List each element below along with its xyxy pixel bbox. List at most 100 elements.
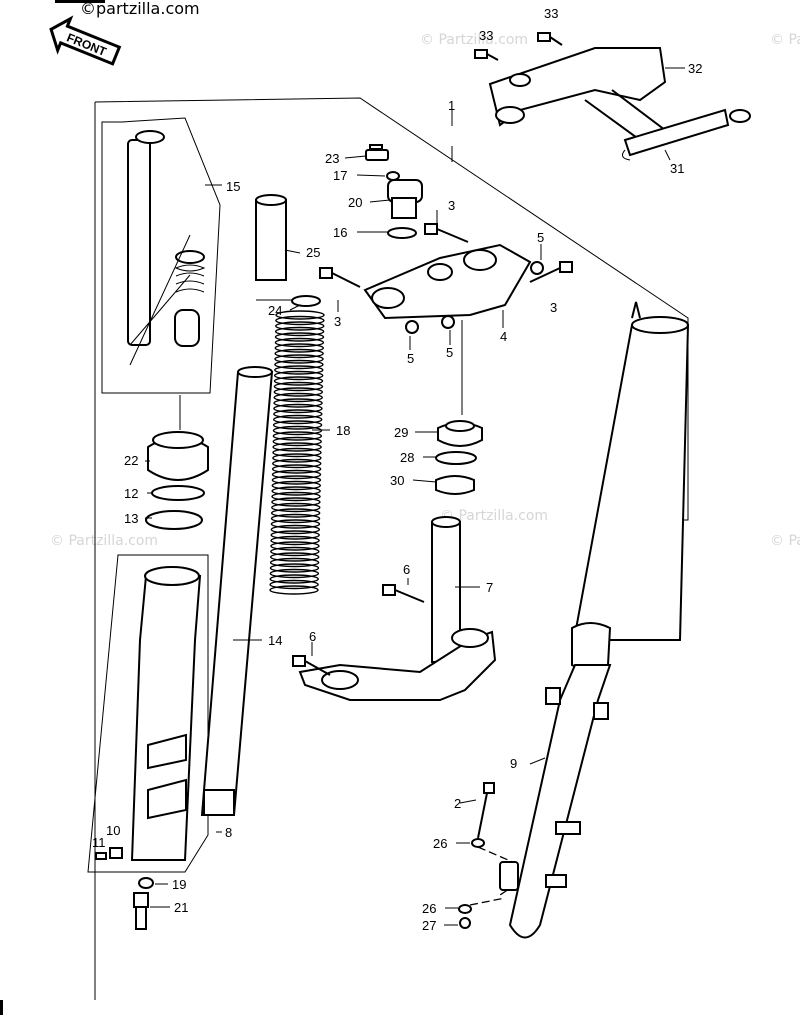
oil-seal bbox=[145, 510, 203, 530]
air-valve bbox=[365, 144, 389, 161]
spring-seat bbox=[291, 295, 321, 307]
spring-coil bbox=[273, 376, 324, 386]
spring-coil bbox=[270, 530, 320, 540]
spring-coil bbox=[271, 469, 322, 480]
callout-16: 16 bbox=[333, 225, 347, 240]
washer bbox=[458, 904, 472, 914]
spring-coil bbox=[274, 343, 324, 353]
fork-brace bbox=[488, 47, 667, 127]
spring-coil bbox=[274, 354, 324, 364]
clamp-bolt bbox=[424, 223, 469, 243]
dust-seal bbox=[437, 420, 483, 447]
snap-ring bbox=[151, 485, 205, 501]
callout-20: 20 bbox=[348, 195, 362, 210]
callout-10: 10 bbox=[106, 823, 120, 838]
callout-7: 7 bbox=[486, 580, 493, 595]
callout-24: 24 bbox=[268, 303, 282, 318]
callout-5: 5 bbox=[446, 345, 453, 360]
watermark: © Partzilla.com bbox=[770, 32, 800, 48]
leader-lines bbox=[145, 67, 685, 926]
callout-26: 26 bbox=[422, 901, 436, 916]
spring-coil bbox=[272, 442, 322, 452]
spring-coil bbox=[271, 475, 322, 485]
front-direction-badge: FRONT bbox=[49, 15, 122, 66]
spring-coil bbox=[273, 381, 324, 392]
air-fitting bbox=[387, 179, 423, 219]
callout-22: 22 bbox=[124, 453, 138, 468]
nut bbox=[459, 917, 471, 929]
callout-26: 26 bbox=[433, 836, 447, 851]
spring-coil bbox=[270, 535, 320, 546]
spacer-ring bbox=[435, 451, 477, 465]
fork-seal-cap bbox=[147, 431, 209, 481]
callout-13: 13 bbox=[124, 511, 138, 526]
callout-labels: 1 2 3 3 3 4 5 5 5 6 6 7 8 9 10 11 12 13 … bbox=[92, 6, 702, 933]
spring-spacer bbox=[255, 194, 310, 301]
spring-coil bbox=[275, 310, 325, 320]
callout-3: 3 bbox=[550, 300, 557, 315]
callout-21: 21 bbox=[174, 900, 188, 915]
spring-coil bbox=[270, 513, 321, 524]
gasket bbox=[387, 227, 417, 239]
spring-coil bbox=[272, 458, 322, 469]
spring-coil bbox=[270, 541, 320, 551]
spring-coil bbox=[272, 431, 323, 441]
fork-brace-bracket bbox=[584, 89, 751, 161]
spring-coil bbox=[274, 348, 324, 359]
spring-coil bbox=[270, 519, 321, 529]
spring-coil bbox=[273, 392, 323, 403]
spring-coil bbox=[270, 546, 320, 557]
spring-coil bbox=[271, 491, 321, 502]
spring-coil bbox=[274, 332, 325, 342]
callout-18: 18 bbox=[336, 423, 350, 438]
corner-mark bbox=[0, 1000, 3, 1015]
spring-coil bbox=[272, 447, 322, 458]
clamp-bolt bbox=[319, 267, 361, 288]
callout-4: 4 bbox=[500, 329, 507, 344]
spring-coil bbox=[269, 585, 319, 595]
callout-17: 17 bbox=[333, 168, 347, 183]
spring-coil bbox=[271, 502, 321, 513]
left-lower-leg-outline bbox=[87, 554, 209, 873]
callout-14: 14 bbox=[268, 633, 282, 648]
spring-coil bbox=[273, 387, 324, 397]
spring-coil bbox=[271, 464, 322, 474]
spring-coil bbox=[269, 563, 320, 573]
cap-bolt-group-outline bbox=[101, 117, 221, 394]
washer bbox=[471, 838, 485, 848]
spring-coil bbox=[273, 403, 323, 414]
nut bbox=[441, 315, 455, 329]
watermark-layer: © Partzilla.com © Partzilla.com © Partzi… bbox=[50, 32, 800, 549]
spring-coil bbox=[272, 420, 323, 430]
spring-coil bbox=[270, 508, 321, 518]
spring-coil bbox=[269, 579, 319, 590]
spring-coil bbox=[271, 497, 321, 507]
callout-33: 33 bbox=[544, 6, 558, 21]
callout-9: 9 bbox=[510, 756, 517, 771]
callout-27: 27 bbox=[422, 918, 436, 933]
callout-33: 33 bbox=[479, 28, 493, 43]
spring-coil bbox=[273, 398, 323, 408]
callout-2: 2 bbox=[454, 796, 461, 811]
o-ring bbox=[386, 171, 400, 181]
watermark: © Partzilla.com bbox=[770, 533, 800, 549]
left-outer-tube bbox=[130, 566, 202, 861]
upper-bracket bbox=[363, 243, 532, 320]
cable-guide bbox=[499, 861, 519, 891]
spring-coil bbox=[271, 486, 321, 496]
watermark: © Partzilla.com bbox=[420, 32, 528, 48]
callout-28: 28 bbox=[400, 450, 414, 465]
callout-3: 3 bbox=[448, 198, 455, 213]
spring-coil bbox=[273, 414, 323, 425]
nut bbox=[405, 320, 419, 334]
brace-bolt bbox=[474, 49, 499, 61]
callout-25: 25 bbox=[306, 245, 320, 260]
corner-mark bbox=[55, 0, 105, 3]
callout-12: 12 bbox=[124, 486, 138, 501]
nut bbox=[530, 261, 544, 275]
spring-coil bbox=[274, 359, 324, 370]
right-fork-leg bbox=[508, 301, 690, 939]
bearing bbox=[435, 475, 475, 495]
callout-30: 30 bbox=[390, 473, 404, 488]
spring-coil bbox=[270, 552, 320, 562]
